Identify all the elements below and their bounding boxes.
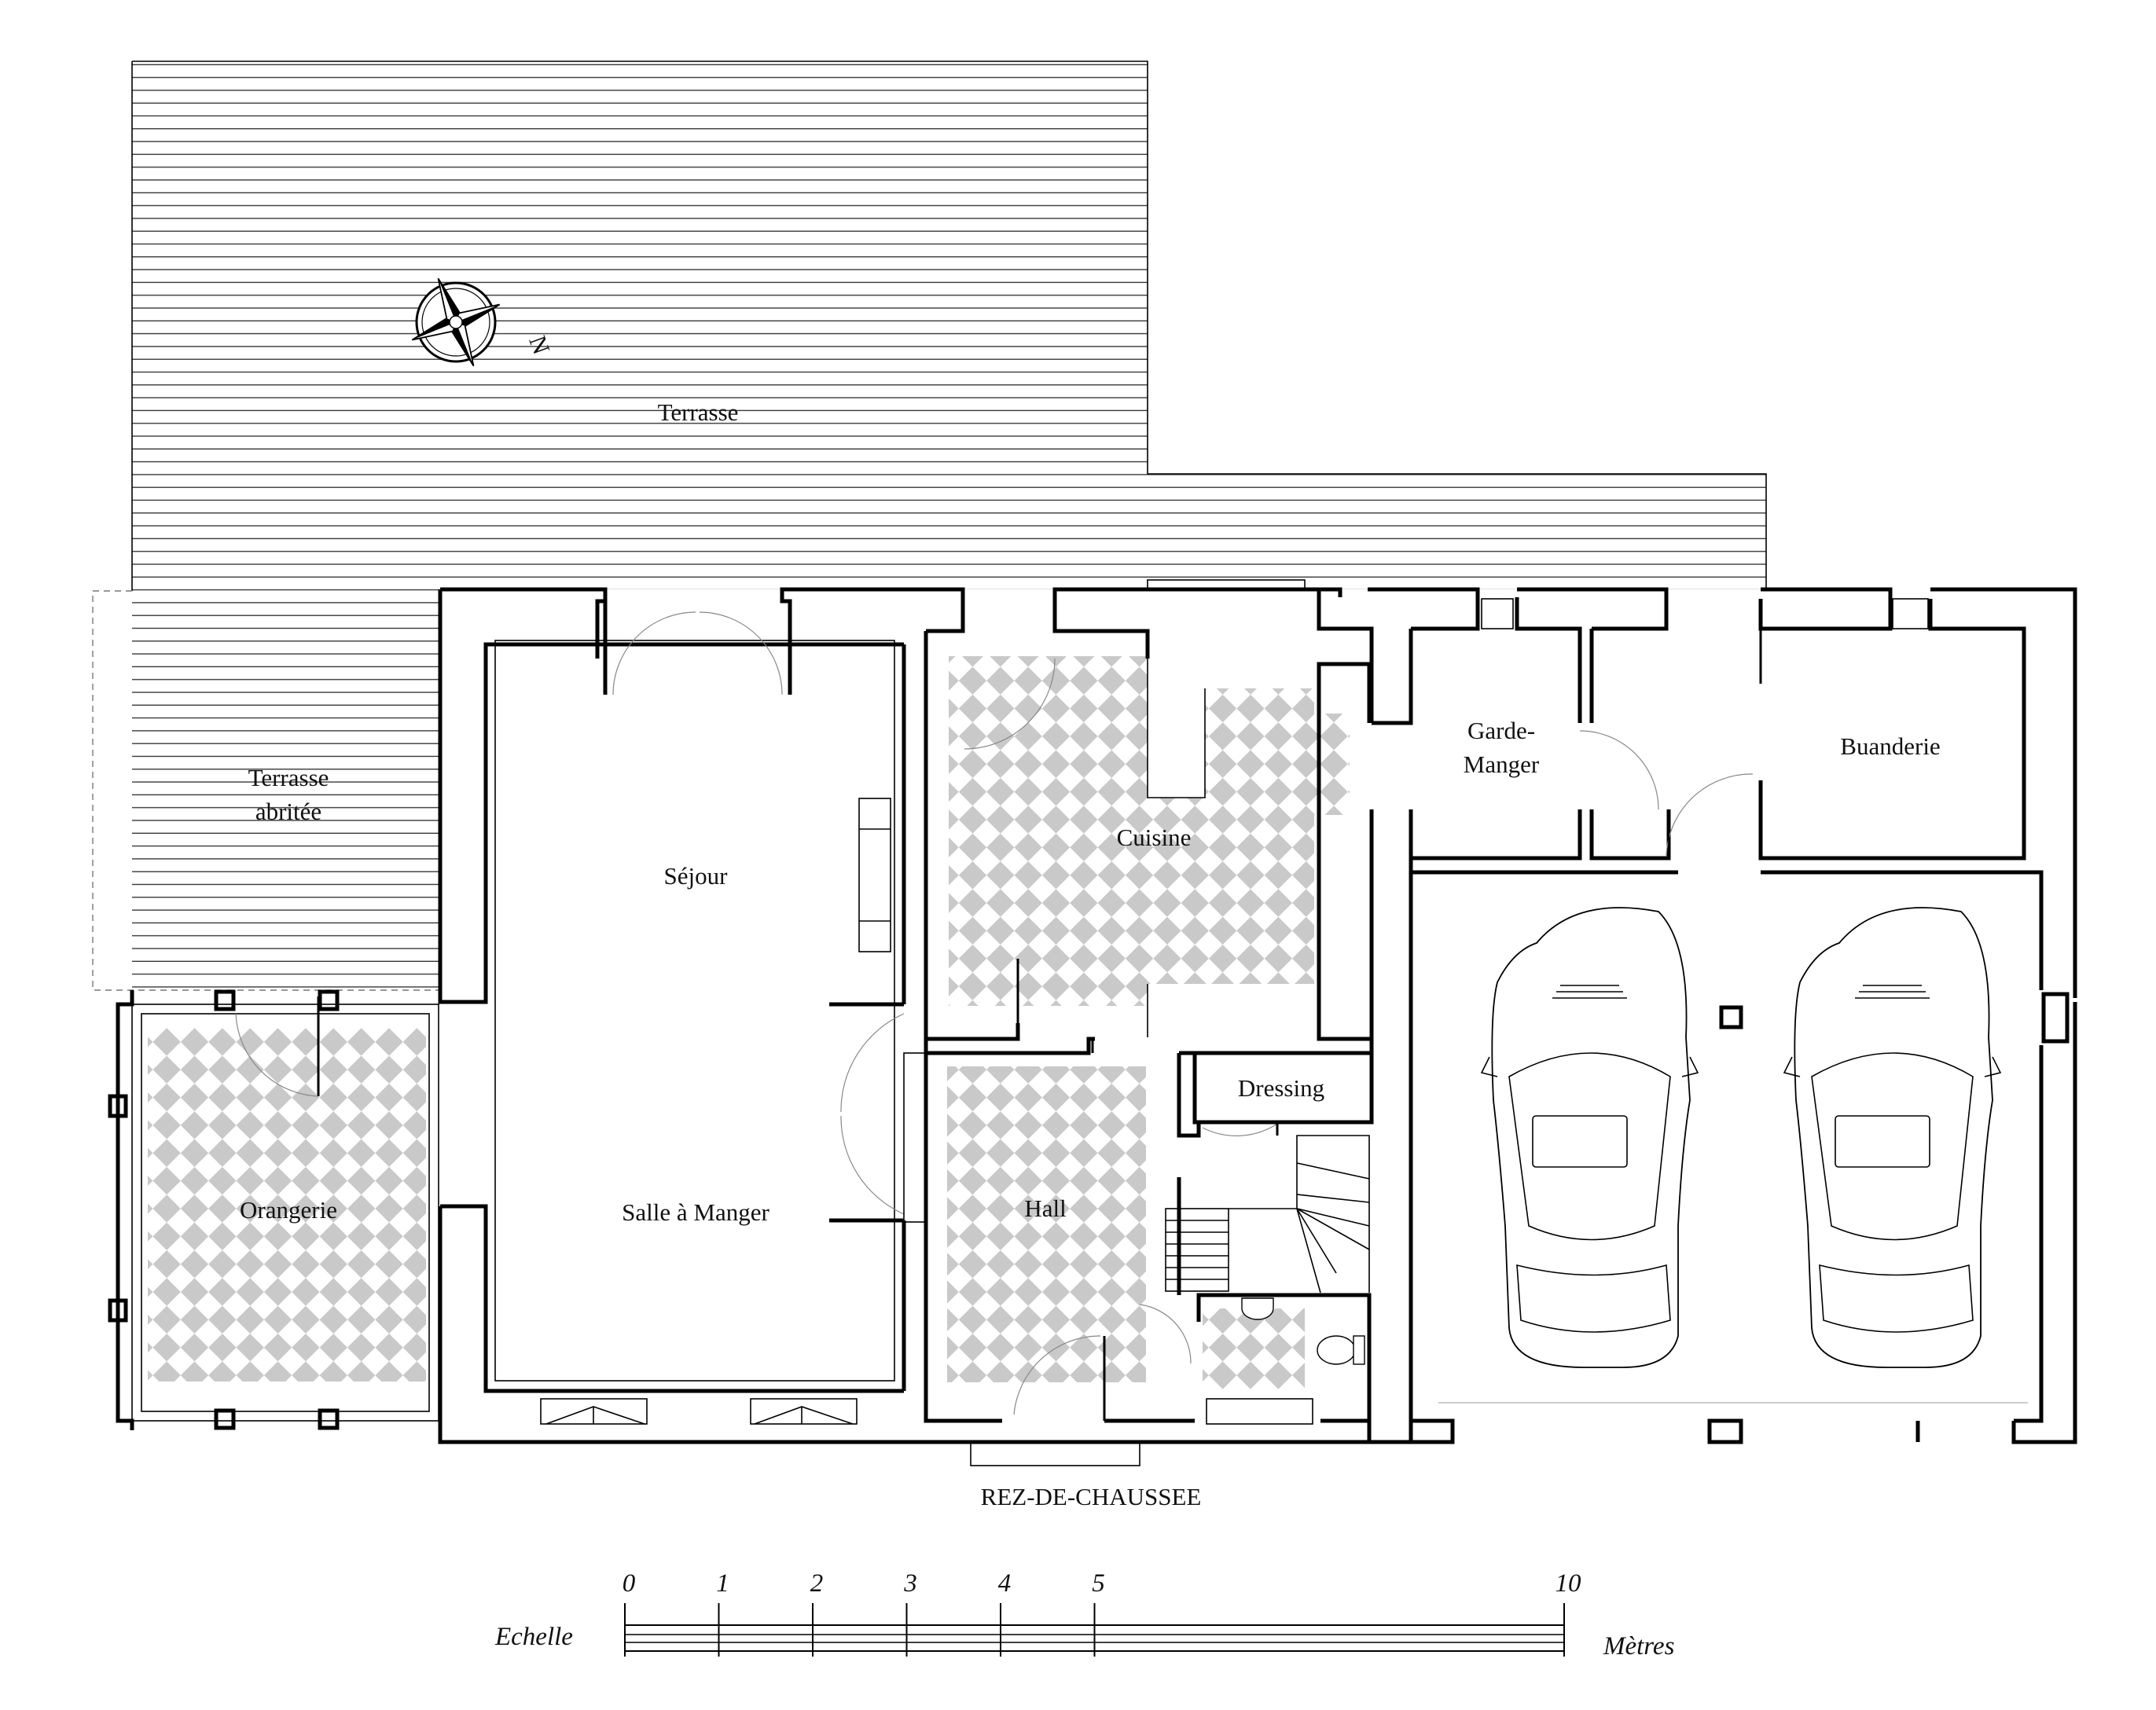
plan-title: REZ-DE-CHAUSSEE (981, 1483, 1202, 1510)
label-terrasse-abritee-1: Terrasse (248, 764, 329, 791)
toilet (1317, 1335, 1356, 1365)
label-sejour: Séjour (664, 862, 729, 890)
terrace-deck (92, 61, 1767, 991)
compass-rose-icon (411, 277, 501, 367)
scale-tick-label-3: 3 (903, 1569, 917, 1598)
kitchen-room (964, 579, 1306, 1053)
orangerie-room (108, 989, 439, 1430)
scale-tick-label-5: 5 (1092, 1569, 1105, 1598)
scale-tick-label-0: 0 (623, 1569, 636, 1598)
walls (438, 587, 2077, 1444)
washbasin (1241, 1297, 1274, 1320)
tiled-floors (148, 656, 1350, 1389)
label-hall: Hall (1024, 1194, 1066, 1222)
scale-tick-label-1: 1 (716, 1569, 729, 1598)
label-salle-a-manger: Salle à Manger (622, 1198, 769, 1226)
label-garde-manger-2: Manger (1464, 750, 1540, 778)
scale-tick-label-4: 4 (998, 1569, 1012, 1598)
hall-room (829, 1002, 1374, 1421)
label-dressing: Dressing (1238, 1074, 1324, 1102)
hall-tiles (947, 1066, 1146, 1382)
label-cuisine: Cuisine (1117, 824, 1192, 851)
label-terrasse-abritee-2: abritée (255, 798, 321, 825)
scale-tick-label-2: 2 (810, 1569, 824, 1598)
car-left (1480, 907, 1699, 1368)
windows (540, 992, 2070, 1466)
cuisine-tiles (949, 656, 1350, 1006)
scale-unit: Mètres (1603, 1632, 1674, 1660)
pantry-laundry (1481, 598, 1929, 858)
scale-bar: 0 1 2 3 4 5 10 (623, 1569, 1581, 1657)
toilet-tank (1353, 1335, 1365, 1365)
car-right (1783, 907, 2002, 1368)
label-terrasse: Terrasse (658, 398, 739, 426)
scale-tick-label-10: 10 (1555, 1569, 1582, 1598)
wc-tiles (1203, 1308, 1305, 1389)
sejour-room (494, 601, 895, 1382)
orangerie-tiles (148, 1028, 426, 1382)
label-orangerie: Orangerie (240, 1196, 337, 1224)
label-buanderie: Buanderie (1840, 732, 1940, 760)
scale-label: Echelle (494, 1623, 573, 1651)
label-garde-manger-1: Garde- (1467, 717, 1535, 744)
